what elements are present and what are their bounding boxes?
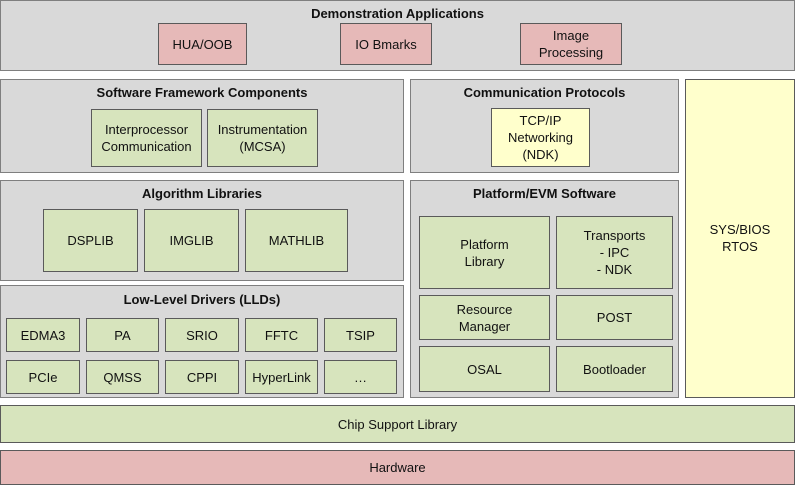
hyperlink-box: HyperLink — [245, 360, 318, 394]
dsplib-box: DSPLIB — [43, 209, 138, 272]
demonstration-applications-panel: Demonstration Applications HUA/OOB IO Bm… — [0, 0, 795, 71]
tsip-box: TSIP — [324, 318, 397, 352]
hua-oob-box: HUA/OOB — [158, 23, 247, 65]
mathlib-box: MATHLIB — [245, 209, 348, 272]
communication-protocols-panel: Communication Protocols TCP/IP Networkin… — [410, 79, 679, 173]
post-box: POST — [556, 295, 673, 340]
low-level-drivers-panel: Low-Level Drivers (LLDs) EDMA3 PA SRIO F… — [0, 285, 404, 398]
algorithm-libraries-title: Algorithm Libraries — [142, 186, 262, 201]
demonstration-applications-title: Demonstration Applications — [311, 6, 484, 21]
qmss-box: QMSS — [86, 360, 159, 394]
edma3-box: EDMA3 — [6, 318, 80, 352]
platform-library-box: Platform Library — [419, 216, 550, 289]
more-drivers-box: … — [324, 360, 397, 394]
io-bmarks-box: IO Bmarks — [340, 23, 432, 65]
hardware-bar: Hardware — [0, 450, 795, 485]
interprocessor-communication-box: Interprocessor Communication — [91, 109, 202, 167]
pa-box: PA — [86, 318, 159, 352]
platform-evm-software-panel: Platform/EVM Software Platform Library T… — [410, 180, 679, 398]
software-framework-components-panel: Software Framework Components Interproce… — [0, 79, 404, 173]
low-level-drivers-title: Low-Level Drivers (LLDs) — [123, 292, 281, 307]
sys-bios-rtos-box: SYS/BIOS RTOS — [685, 79, 795, 398]
platform-evm-software-title: Platform/EVM Software — [472, 186, 617, 201]
tcp-ip-networking-box: TCP/IP Networking (NDK) — [491, 108, 590, 167]
fftc-box: FFTC — [245, 318, 318, 352]
software-framework-components-title: Software Framework Components — [96, 85, 308, 100]
resource-manager-box: Resource Manager — [419, 295, 550, 340]
cppi-box: CPPI — [165, 360, 239, 394]
image-processing-box: Image Processing — [520, 23, 622, 65]
srio-box: SRIO — [165, 318, 239, 352]
osal-box: OSAL — [419, 346, 550, 392]
pcie-box: PCIe — [6, 360, 80, 394]
transports-box: Transports - IPC - NDK — [556, 216, 673, 289]
algorithm-libraries-panel: Algorithm Libraries DSPLIB IMGLIB MATHLI… — [0, 180, 404, 281]
bootloader-box: Bootloader — [556, 346, 673, 392]
chip-support-library-bar: Chip Support Library — [0, 405, 795, 443]
imglib-box: IMGLIB — [144, 209, 239, 272]
instrumentation-mcsa-box: Instrumentation (MCSA) — [207, 109, 318, 167]
communication-protocols-title: Communication Protocols — [463, 85, 626, 100]
